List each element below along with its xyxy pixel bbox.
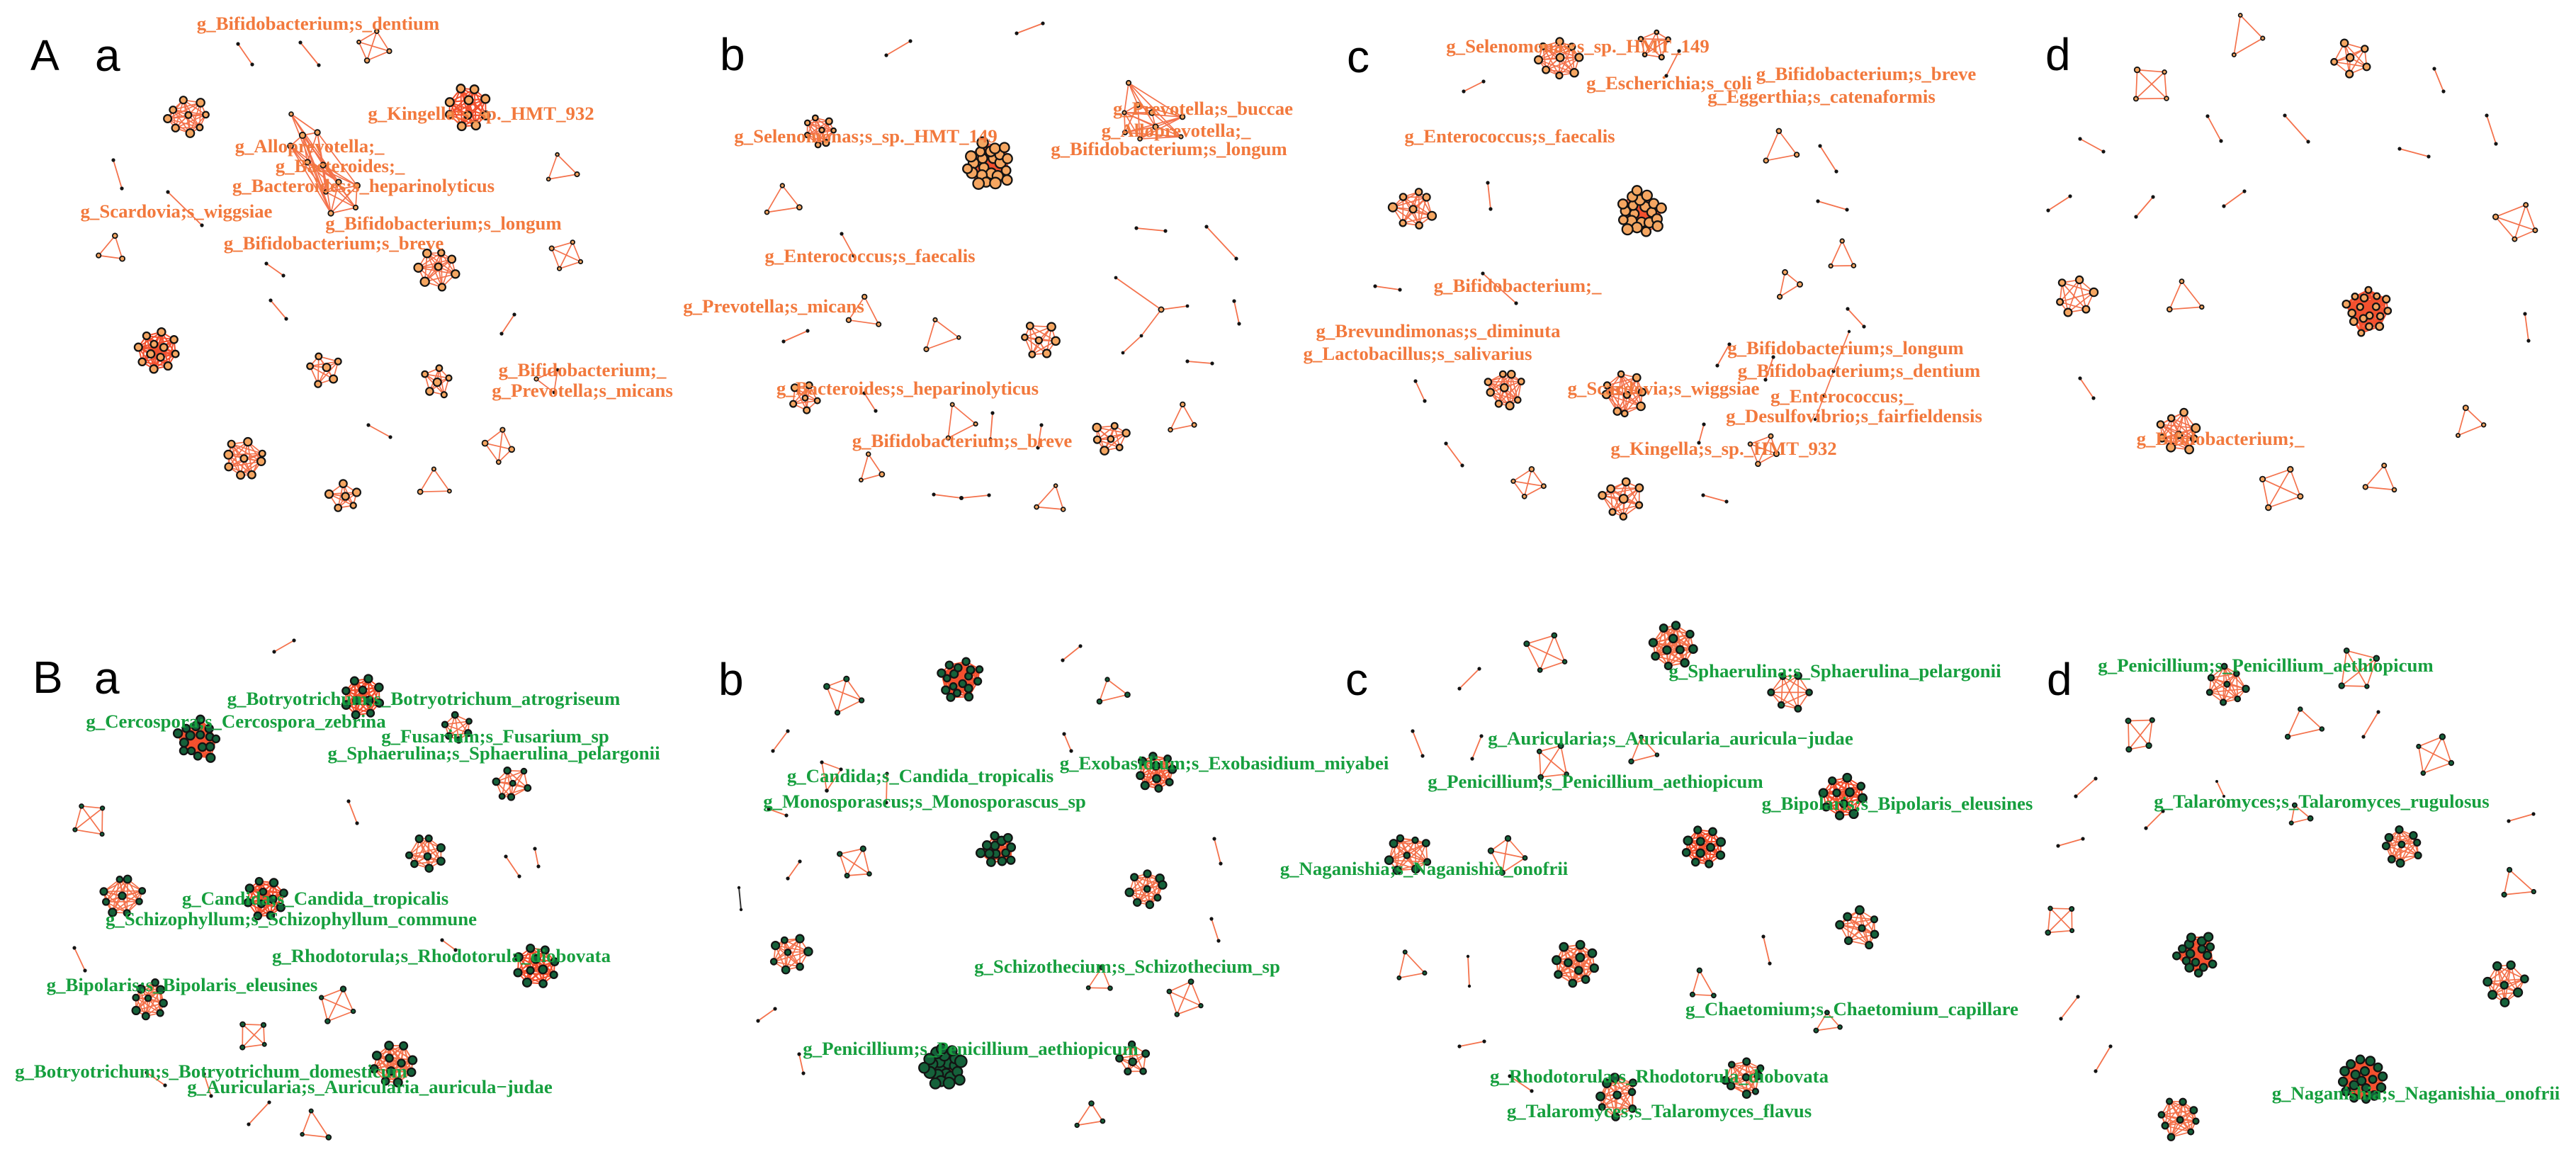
svg-text:g_Auricularia;s_Auricularia_au: g_Auricularia;s_Auricularia_auricula−jud…	[187, 1076, 553, 1097]
svg-text:A: A	[30, 31, 60, 79]
svg-text:g_Bifidobacterium;s_dentium: g_Bifidobacterium;s_dentium	[1738, 360, 1980, 381]
svg-text:g_Penicillium;s_Penicillium_ae: g_Penicillium;s_Penicillium_aethiopicum	[803, 1038, 1138, 1059]
svg-text:g_Rhodotorula;s_Rhodotorula_di: g_Rhodotorula;s_Rhodotorula_diobovata	[1490, 1065, 1829, 1087]
svg-text:g_Monosporascus;s_Monosporascu: g_Monosporascus;s_Monosporascus_sp	[763, 791, 1086, 812]
svg-text:g_Bifidobacterium;s_breve: g_Bifidobacterium;s_breve	[852, 430, 1073, 451]
svg-text:g_Brevundimonas;s_diminuta: g_Brevundimonas;s_diminuta	[1316, 320, 1561, 341]
svg-text:g_Scardovia;s_wiggsiae: g_Scardovia;s_wiggsiae	[1568, 378, 1760, 399]
svg-text:g_Lactobacillus;s_salivarius: g_Lactobacillus;s_salivarius	[1303, 343, 1532, 364]
svg-text:g_Sphaerulina;s_Sphaerulina_pe: g_Sphaerulina;s_Sphaerulina_pelargonii	[327, 742, 660, 764]
svg-text:g_Candida;s_Candida_tropicalis: g_Candida;s_Candida_tropicalis	[182, 888, 448, 909]
svg-text:b: b	[718, 654, 744, 705]
svg-text:d: d	[2045, 29, 2071, 80]
svg-text:g_Naganishia;s_Naganishia_onof: g_Naganishia;s_Naganishia_onofrii	[1280, 858, 1569, 879]
svg-text:g_Desulfovibrio;s_fairfieldens: g_Desulfovibrio;s_fairfieldensis	[1726, 405, 1982, 426]
svg-text:g_Chaetomium;s_Chaetomium_capi: g_Chaetomium;s_Chaetomium_capillare	[1685, 998, 2018, 1019]
svg-text:c: c	[1347, 31, 1369, 82]
svg-text:g_Prevotella;s_buccae: g_Prevotella;s_buccae	[1113, 98, 1293, 119]
svg-text:g_Bipolaris;s_Bipolaris_eleusi: g_Bipolaris;s_Bipolaris_eleusines	[1762, 793, 2033, 814]
svg-text:g_Botryotrichum;s_Botryotrichu: g_Botryotrichum;s_Botryotrichum_atrogris…	[227, 688, 621, 709]
svg-text:a: a	[95, 30, 120, 81]
svg-text:g_Sphaerulina;s_Sphaerulina_pe: g_Sphaerulina;s_Sphaerulina_pelargonii	[1668, 660, 2001, 682]
svg-text:c: c	[1345, 654, 1368, 705]
svg-text:g_Enterococcus;s_faecalis: g_Enterococcus;s_faecalis	[764, 245, 975, 266]
svg-text:g_Kingella;s_sp._HMT_932: g_Kingella;s_sp._HMT_932	[1610, 438, 1836, 459]
svg-text:g_Bifidobacterium;s_breve: g_Bifidobacterium;s_breve	[1756, 63, 1977, 84]
svg-text:g_Bifidobacterium;s_breve: g_Bifidobacterium;s_breve	[224, 232, 444, 254]
svg-text:g_Schizothecium;s_Schizotheciu: g_Schizothecium;s_Schizothecium_sp	[974, 956, 1280, 977]
svg-text:g_Bifidobacterium;_: g_Bifidobacterium;_	[2137, 428, 2305, 449]
svg-text:g_Scardovia;s_wiggsiae: g_Scardovia;s_wiggsiae	[81, 200, 273, 222]
svg-text:g_Bifidobacterium;_: g_Bifidobacterium;_	[499, 359, 667, 380]
svg-text:d: d	[2047, 654, 2072, 705]
svg-text:g_Naganishia;s_Naganishia_onof: g_Naganishia;s_Naganishia_onofrii	[2272, 1082, 2560, 1104]
svg-text:g_Selenomonas;s_sp._HMT_149: g_Selenomonas;s_sp._HMT_149	[734, 125, 997, 147]
svg-text:g_Schizophyllum;s_Schizophyllu: g_Schizophyllum;s_Schizophyllum_commune	[106, 908, 477, 929]
svg-text:B: B	[33, 652, 63, 703]
svg-text:g_Auricularia;s_Auricularia_au: g_Auricularia;s_Auricularia_auricula−jud…	[1488, 728, 1853, 749]
svg-text:g_Bipolaris;s_Bipolaris_eleusi: g_Bipolaris;s_Bipolaris_eleusines	[47, 974, 318, 995]
svg-text:g_Bifidobacterium;s_dentium: g_Bifidobacterium;s_dentium	[197, 13, 439, 34]
svg-text:g_Cercospora;s_Cercospora_zebr: g_Cercospora;s_Cercospora_zebrina	[86, 711, 385, 732]
svg-text:g_Alloprevotella;_: g_Alloprevotella;_	[235, 135, 385, 157]
svg-text:g_Bifidobacterium;s_longum: g_Bifidobacterium;s_longum	[1727, 337, 1963, 358]
svg-text:g_Prevotella;s_micans: g_Prevotella;s_micans	[683, 295, 864, 317]
svg-text:b: b	[720, 29, 745, 80]
svg-text:a: a	[94, 652, 120, 703]
svg-text:g_Bifidobacterium;_: g_Bifidobacterium;_	[1434, 275, 1602, 296]
svg-text:g_Selenomonas;s_sp._HMT_149: g_Selenomonas;s_sp._HMT_149	[1446, 35, 1709, 57]
svg-text:g_Talaromyces;s_Talaromyces_ru: g_Talaromyces;s_Talaromyces_rugulosus	[2154, 791, 2489, 812]
svg-text:g_Kingella;s_sp._HMT_932: g_Kingella;s_sp._HMT_932	[368, 103, 594, 124]
svg-text:g_Bifidobacterium;s_longum: g_Bifidobacterium;s_longum	[325, 213, 561, 234]
svg-text:g_Candida;s_Candida_tropicalis: g_Candida;s_Candida_tropicalis	[787, 765, 1053, 786]
svg-text:g_Bacteroides;s_heparinolyticu: g_Bacteroides;s_heparinolyticus	[232, 175, 495, 196]
svg-text:g_Rhodotorula;s_Rhodotorula_di: g_Rhodotorula;s_Rhodotorula_diobovata	[272, 945, 611, 966]
svg-text:g_Bacteroides;s_heparinolyticu: g_Bacteroides;s_heparinolyticus	[776, 378, 1039, 399]
svg-text:g_Bifidobacterium;s_longum: g_Bifidobacterium;s_longum	[1051, 138, 1287, 159]
svg-text:g_Penicillium;s_Penicillium_ae: g_Penicillium;s_Penicillium_aethiopicum	[2098, 655, 2433, 676]
svg-text:g_Exobasidium;s_Exobasidium_mi: g_Exobasidium;s_Exobasidium_miyabei	[1060, 752, 1389, 774]
svg-text:g_Bacteroides;_: g_Bacteroides;_	[276, 155, 405, 176]
svg-text:g_Eggerthia;s_catenaformis: g_Eggerthia;s_catenaformis	[1707, 86, 1936, 107]
svg-text:g_Talaromyces;s_Talaromyces_fl: g_Talaromyces;s_Talaromyces_flavus	[1507, 1100, 1812, 1121]
svg-text:g_Enterococcus;s_faecalis: g_Enterococcus;s_faecalis	[1404, 125, 1615, 147]
svg-text:g_Enterococcus;_: g_Enterococcus;_	[1770, 385, 1914, 407]
svg-text:g_Prevotella;s_micans: g_Prevotella;s_micans	[492, 380, 673, 401]
svg-text:g_Penicillium;s_Penicillium_ae: g_Penicillium;s_Penicillium_aethiopicum	[1428, 771, 1763, 792]
